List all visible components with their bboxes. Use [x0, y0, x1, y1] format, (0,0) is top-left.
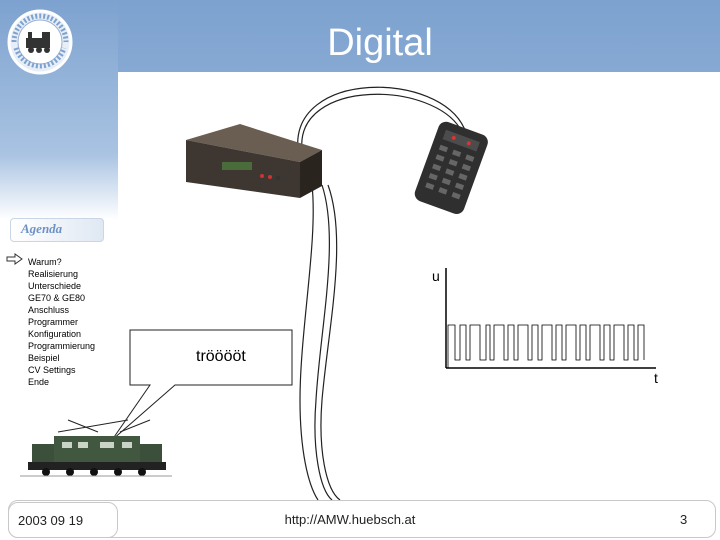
- agenda-list: Warum? Realisierung Unterschiede GE70 & …: [28, 256, 95, 388]
- agenda-item-warum[interactable]: Warum?: [28, 257, 62, 267]
- agenda-item-cv-settings[interactable]: CV Settings: [28, 365, 76, 375]
- agenda-item-ende[interactable]: Ende: [28, 377, 50, 387]
- speech-bubble-text: trööööt: [196, 348, 246, 365]
- locomotive-icon: [20, 419, 172, 477]
- y-axis-label: u: [432, 268, 440, 284]
- agenda-item-anschluss[interactable]: Anschluss: [28, 305, 70, 315]
- footer-date-box: 2003 09 19: [8, 502, 118, 538]
- footer-url[interactable]: http://AMW.huebsch.at: [284, 512, 416, 527]
- header-band: [0, 0, 720, 72]
- footer-date: 2003 09 19: [18, 513, 84, 528]
- agenda-item-beispiel[interactable]: Beispiel: [28, 353, 60, 363]
- page-number: 3: [680, 512, 688, 527]
- agenda-item-konfiguration[interactable]: Konfiguration: [28, 329, 82, 339]
- agenda-item-ge70-ge80[interactable]: GE70 & GE80: [28, 293, 86, 303]
- agenda-tab: Agenda: [10, 218, 104, 242]
- logo-icon: [7, 9, 73, 75]
- agenda-item-programmierung[interactable]: Programmierung: [28, 341, 96, 351]
- command-station-icon: [186, 124, 322, 198]
- current-item-arrow-icon: [6, 253, 23, 265]
- slide-title: Digital: [327, 22, 433, 64]
- signal-waveform: [447, 324, 645, 368]
- speech-bubble: [111, 329, 293, 441]
- agenda-tab-label: Agenda: [21, 221, 63, 236]
- x-axis-label: t: [654, 370, 658, 386]
- agenda-item-programmer[interactable]: Programmer: [28, 317, 79, 327]
- agenda-item-unterschiede[interactable]: Unterschiede: [28, 281, 82, 291]
- handheld-controller-icon: [414, 121, 488, 214]
- agenda-item-realisierung[interactable]: Realisierung: [28, 269, 79, 279]
